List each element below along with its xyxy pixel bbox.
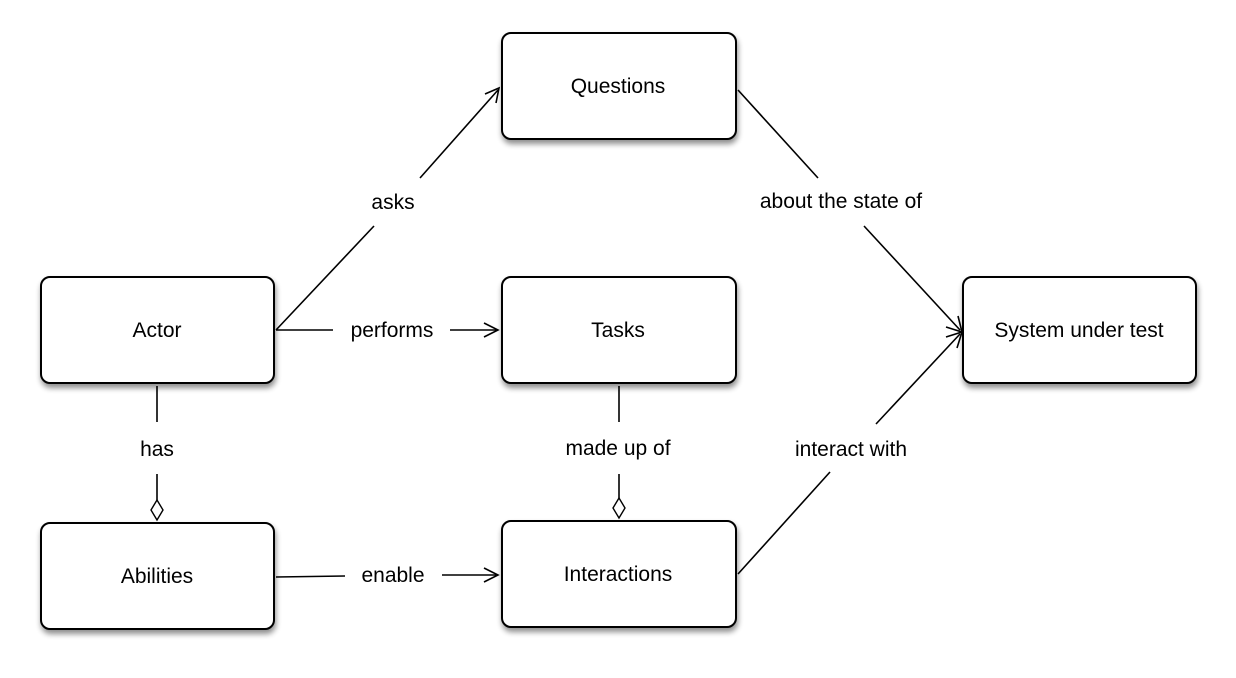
aggregation-diamond-icon [612,496,626,520]
node-label-questions: Questions [571,75,666,98]
edge-label-performs: performs [351,319,434,342]
edge-label-has: has [140,438,174,461]
edge-performs: performs [276,319,500,342]
node-label-tasks: Tasks [591,319,645,342]
edge-interact-with: interact with [737,330,964,575]
node-actor: Actor [40,276,275,384]
edge-asks: asks [275,86,501,331]
node-label-actor: Actor [132,319,181,342]
node-questions: Questions [501,32,737,140]
edge-label-asks: asks [371,191,414,214]
edge-has: has [140,386,174,522]
node-tasks: Tasks [501,276,737,384]
edge-enable: enable [275,564,500,587]
edge-made-up-of: made up of [565,386,671,520]
aggregation-diamond-icon [150,498,164,522]
node-label-interactions: Interactions [564,563,673,586]
edge-label-enable: enable [361,564,424,587]
edge-label-about-the-state-of: about the state of [760,190,922,213]
node-label-abilities: Abilities [121,565,193,588]
node-label-system-under-test: System under test [994,319,1163,342]
node-abilities: Abilities [40,522,275,630]
node-interactions: Interactions [501,520,737,628]
edge-label-made-up-of: made up of [565,437,670,460]
edge-label-interact-with: interact with [795,438,907,461]
edge-about-the-state-of: about the state of [737,89,964,334]
node-system-under-test: System under test [962,276,1197,384]
